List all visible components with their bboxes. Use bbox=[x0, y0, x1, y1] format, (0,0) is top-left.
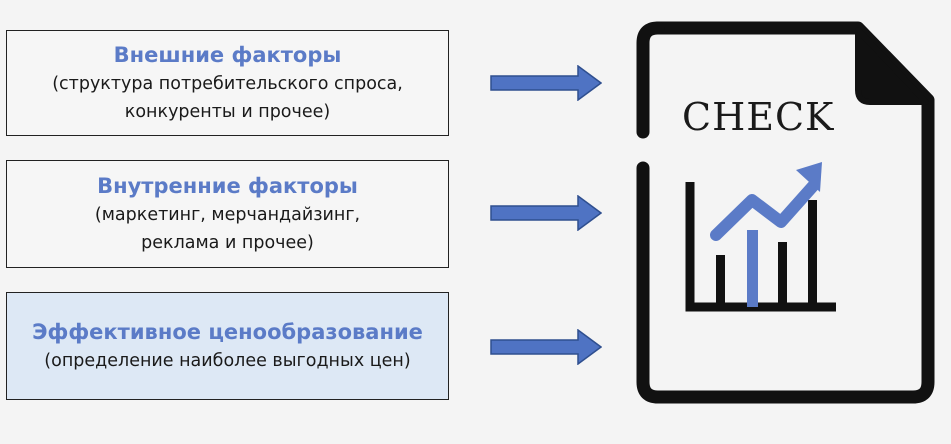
factor-box-internal: Внутренние факторы (маркетинг, мерчандай… bbox=[6, 160, 449, 268]
factor-box-pricing: Эффективное ценообразование (определение… bbox=[6, 292, 449, 400]
factor-title: Эффективное ценообразование bbox=[32, 320, 423, 344]
factor-description-line: конкуренты и прочее) bbox=[124, 102, 331, 122]
factor-description-line: (определение наиболее выгодных цен) bbox=[44, 351, 411, 371]
factor-description-line: реклама и прочее) bbox=[141, 233, 314, 253]
arrow-right-icon bbox=[490, 195, 602, 231]
arrow-right-icon bbox=[490, 329, 602, 365]
factor-title: Внешние факторы bbox=[113, 43, 342, 67]
factor-description-line: (маркетинг, мерчандайзинг, bbox=[94, 205, 361, 225]
factor-title: Внутренние факторы bbox=[97, 174, 358, 198]
document-label: CHECK bbox=[682, 95, 835, 139]
document-chart-icon bbox=[636, 21, 935, 404]
factor-box-external: Внешние факторы (структура потребительск… bbox=[6, 30, 449, 136]
arrow-right-icon bbox=[490, 65, 602, 101]
factor-description-line: (структура потребительского спроса, bbox=[52, 74, 403, 94]
